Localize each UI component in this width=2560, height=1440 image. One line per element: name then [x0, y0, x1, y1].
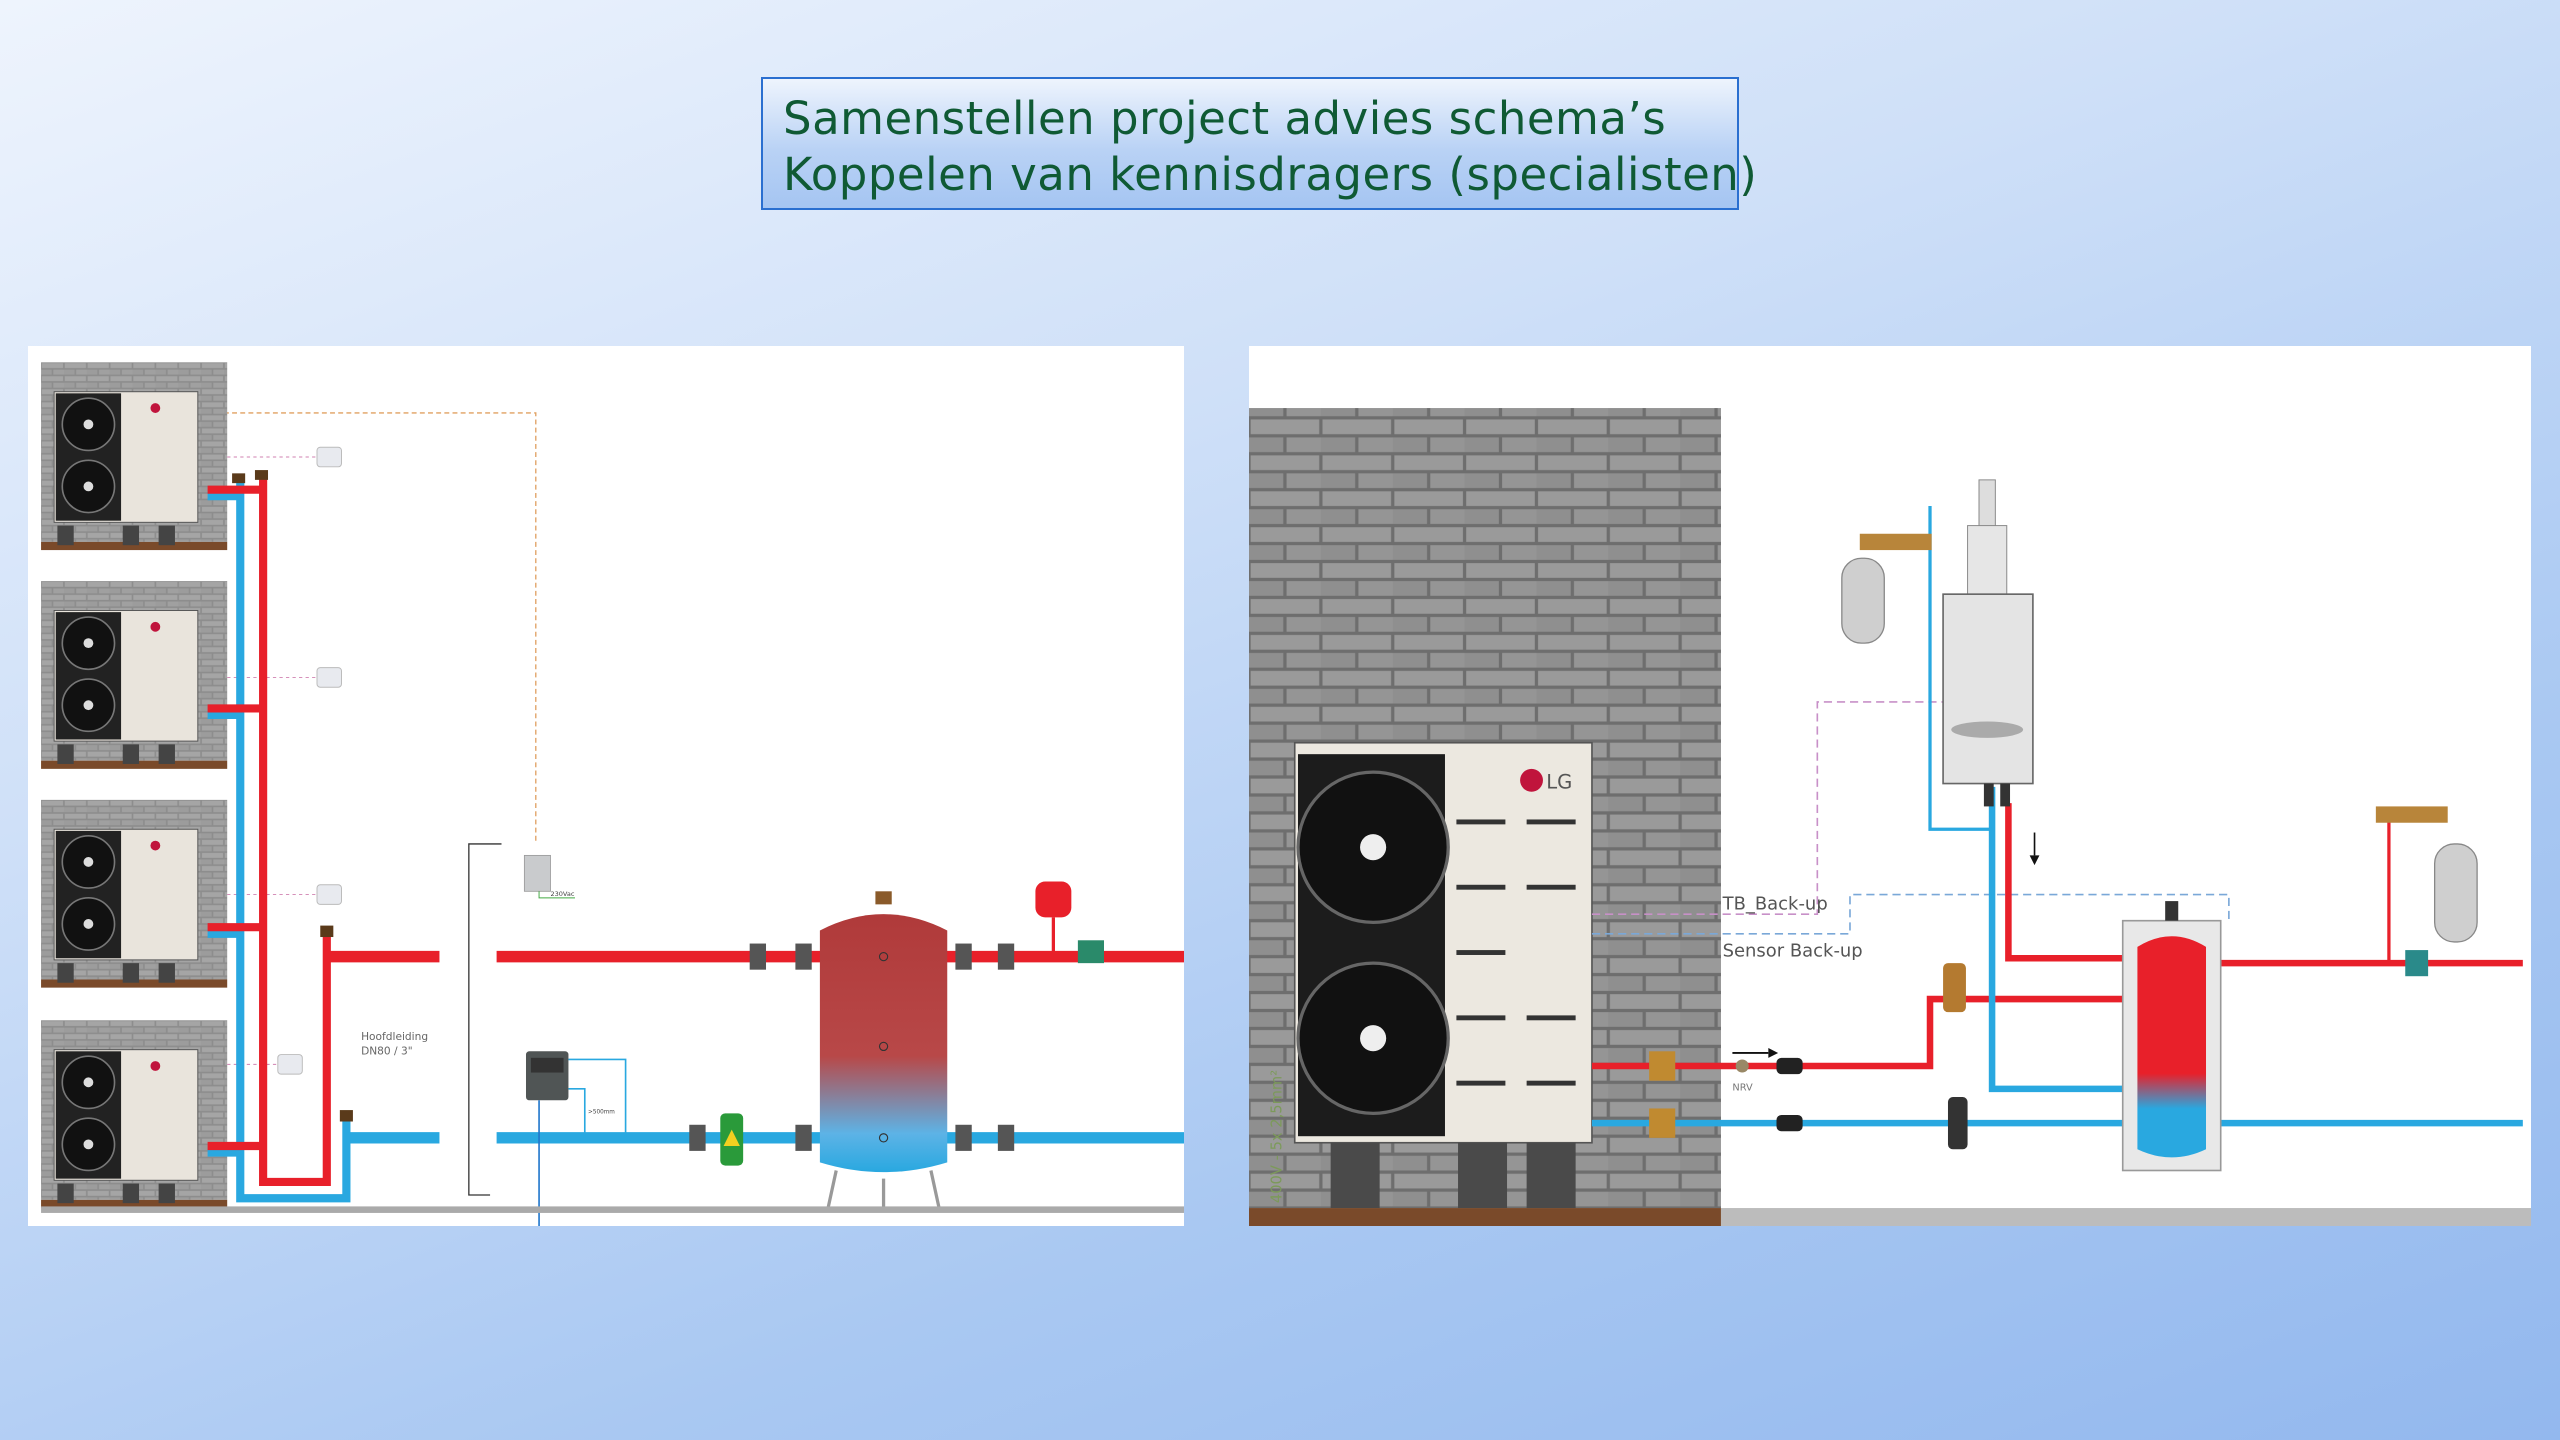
expansion-vessel — [1035, 881, 1072, 918]
distance-label: >500mm — [588, 1109, 615, 1115]
tb-backup-wire — [1591, 701, 1944, 915]
nrv-label: NRV — [1732, 1082, 1753, 1093]
tb-backup-label: TB_Back-up — [1722, 893, 1828, 914]
heat-pump-unit-1 — [40, 361, 229, 551]
power-label: 230Vac — [550, 890, 574, 898]
lg-logo — [1520, 768, 1543, 792]
circulation-pump — [1947, 1097, 1968, 1150]
cable-label: 400V - 5x 2,5mm² — [1269, 1070, 1286, 1203]
supply-pipe — [1591, 995, 2131, 1070]
hybrid-heat-pump-diagram: LG 400V - 5x 2,5mm² TB_Back-up Sensor Ba… — [1249, 346, 2531, 1226]
outdoor-heat-pump: LG — [1293, 741, 1593, 1209]
backup-boiler — [1942, 479, 2034, 807]
hot-pipes — [207, 476, 1184, 1203]
expansion-vessel-tank — [2375, 806, 2478, 943]
buffer-tank — [2121, 901, 2222, 1172]
dimension-arrow — [468, 843, 502, 1196]
svg-text:LG: LG — [1546, 770, 1572, 793]
title-line-1: Samenstellen project advies schema’s — [783, 92, 1667, 145]
flow-sensor — [2405, 950, 2429, 977]
main-pipe-label: Hoofdleiding — [361, 1030, 428, 1043]
control-cable — [191, 412, 537, 844]
nrv-valve — [1735, 1059, 1749, 1073]
heat-pump-unit-4 — [40, 1019, 229, 1209]
title-line-2: Koppelen van kennisdragers (specialisten… — [783, 148, 1758, 201]
mixing-valve — [1943, 963, 1966, 1013]
control-module — [523, 854, 551, 892]
flow-sensor — [1077, 940, 1104, 964]
cascade-heat-pump-diagram: Hoofdleiding DN80 / 3" 230Vac >500mm — [28, 346, 1184, 1226]
main-pipe-size: DN80 / 3" — [361, 1045, 413, 1058]
sensor-backup-wire — [1591, 893, 2230, 935]
heat-pump-unit-3 — [40, 799, 229, 989]
slide-title-box: Samenstellen project advies schema’s Kop… — [761, 77, 1758, 210]
expansion-vessel-boiler — [1841, 533, 1932, 644]
heat-pump-unit-2 — [40, 580, 229, 770]
thermostat-icons — [277, 446, 342, 1075]
buffer-tank — [819, 891, 948, 1209]
sensor-backup-label: Sensor Back-up — [1723, 941, 1863, 962]
